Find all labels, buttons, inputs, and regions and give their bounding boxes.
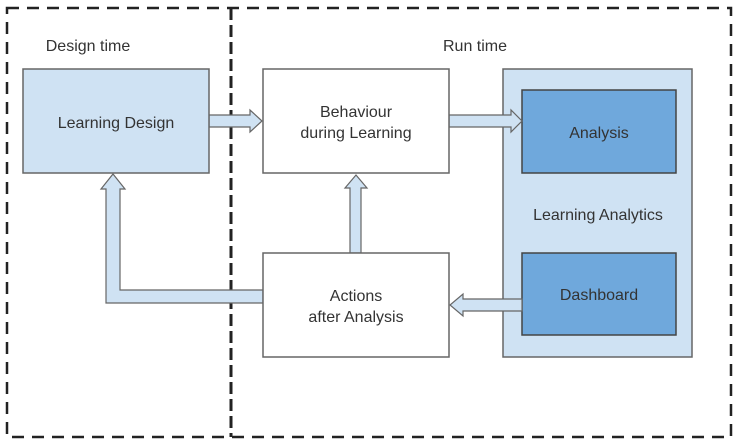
arrow-actions-to-behaviour xyxy=(343,174,369,254)
design-time-label: Design time xyxy=(46,38,131,55)
behaviour-box[interactable] xyxy=(262,68,450,174)
dashboard-box[interactable] xyxy=(521,252,677,336)
learning-analytics-group: Learning Analytics Analysis Dashboard xyxy=(502,68,693,358)
behaviour-label-line1: Behaviour xyxy=(320,104,393,121)
arrow-actions-to-learning-design xyxy=(99,173,264,304)
actions-label-line1: Actions xyxy=(330,288,382,305)
dashboard-label: Dashboard xyxy=(560,287,638,304)
analysis-label: Analysis xyxy=(569,125,629,142)
learning-design-box[interactable] xyxy=(22,68,210,174)
analysis-box[interactable] xyxy=(521,89,677,174)
arrow-behaviour-to-analysis xyxy=(448,108,523,134)
learning-analytics-label: Learning Analytics xyxy=(533,207,663,224)
arrow-dashboard-to-actions xyxy=(449,292,523,318)
behaviour-label-line2: during Learning xyxy=(300,125,411,142)
outer-boundary xyxy=(5,6,733,439)
actions-label-line2: after Analysis xyxy=(308,309,403,326)
learning-design-label: Learning Design xyxy=(58,115,175,132)
actions-box[interactable] xyxy=(262,252,450,358)
arrow-learning-design-to-behaviour xyxy=(208,108,263,134)
run-time-label: Run time xyxy=(443,38,507,55)
